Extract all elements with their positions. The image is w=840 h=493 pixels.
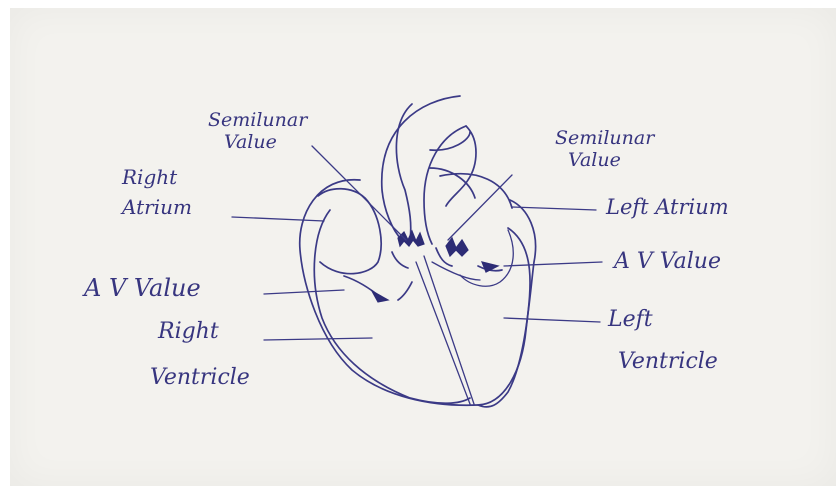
- semilunar-valve-right-line2: Value: [568, 149, 621, 171]
- labels: Semilunar Value Semilunar Value Right At…: [82, 109, 729, 390]
- semilunar-valve-left-line2: Value: [224, 131, 277, 153]
- septum: [416, 256, 480, 404]
- left-ventricle-line1: Left: [607, 307, 653, 332]
- valves: [344, 231, 502, 302]
- left-atrium-label: Left Atrium: [605, 195, 729, 219]
- right-atrium-line2: Atrium: [120, 195, 192, 219]
- right-ventricle-line2: Ventricle: [150, 365, 250, 390]
- semilunar-valve-left-line1: Semilunar: [208, 109, 309, 131]
- semilunar-valve-right-line1: Semilunar: [555, 127, 656, 149]
- great-vessels: [382, 96, 512, 244]
- av-valve-left-label: A V Value: [82, 274, 201, 302]
- right-ventricle-line1: Right: [157, 319, 219, 344]
- heart-outline: [300, 180, 536, 407]
- right-atrium-line1: Right: [121, 165, 178, 189]
- left-ventricle-line2: Ventricle: [618, 349, 718, 374]
- av-valve-right-label: A V Value: [612, 249, 721, 274]
